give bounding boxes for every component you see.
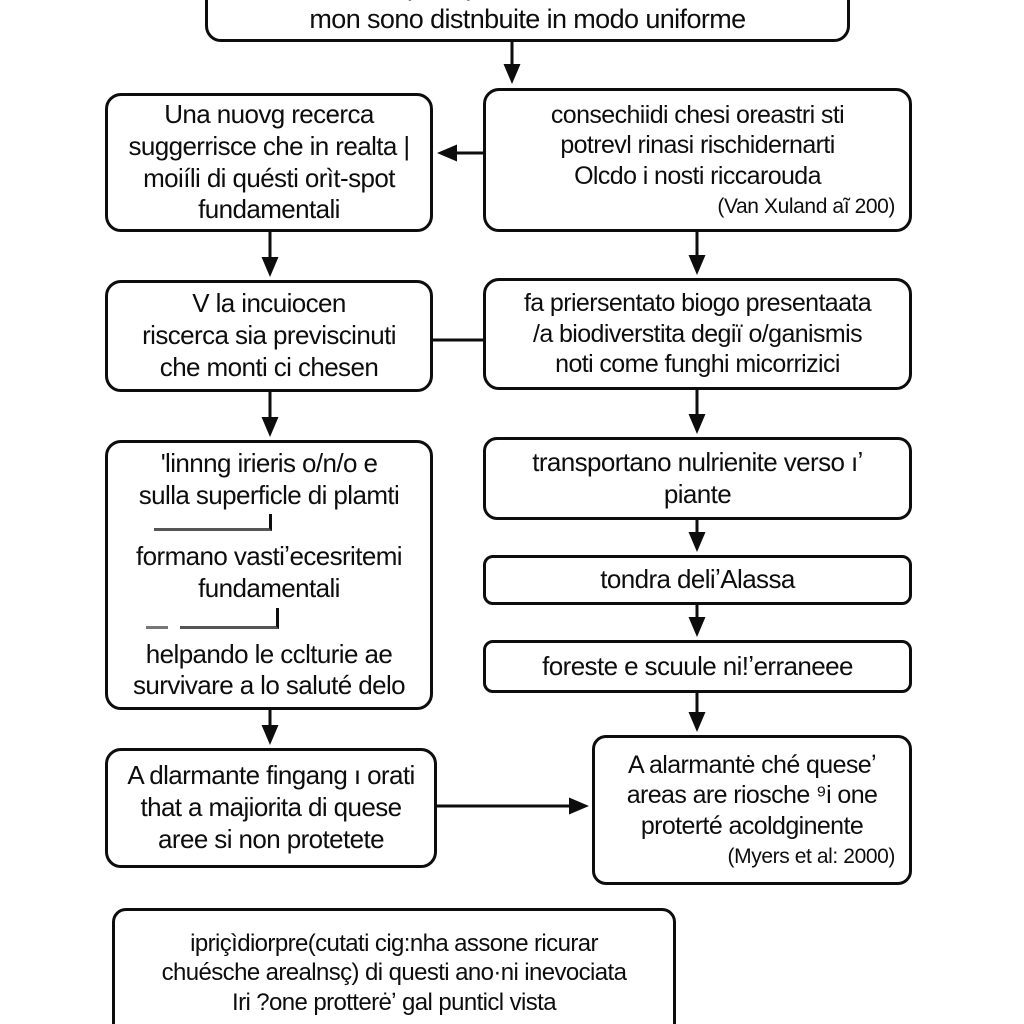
box-text-line: mon sono distnbuite in modo uniforme xyxy=(309,4,746,34)
box-text-line: piante xyxy=(663,478,732,509)
box-text-line: ipriçìdiorpre(cutati cig:nha assone ricu… xyxy=(190,930,598,958)
arrowhead-icon xyxy=(437,144,457,162)
box-text-line: chuésche arealnsç) di questi ano·ni inev… xyxy=(161,959,627,987)
arrowhead-icon xyxy=(261,417,279,437)
box-text-line: areas are riosche ⁹i one xyxy=(626,781,878,810)
box-text-line: ques ( and est che st a xyxy=(398,0,658,3)
arrowhead-icon xyxy=(688,617,706,637)
box-text-line: moiíli di quésti orìt-spot xyxy=(143,162,395,193)
divider-tickline xyxy=(180,607,279,629)
box-text-line: che monti ci chesen xyxy=(159,351,379,382)
arrowhead-icon xyxy=(688,414,706,434)
box-text-line: sulla superficle di plamti xyxy=(138,479,400,510)
arrowhead-icon xyxy=(688,255,706,275)
citation-text: (Van Xuland aĩ 200) xyxy=(717,195,895,219)
box-text-line: helpando le cclturie ae xyxy=(145,638,393,669)
box-text-line: consechiidi chesi oreastri sti xyxy=(550,100,845,129)
box-text-line: fundamentali xyxy=(198,194,340,225)
box-text-line: suggerrisce che in realta | xyxy=(128,130,410,161)
citation-text: (Myers et al: 2000) xyxy=(727,845,896,869)
arrowhead-icon xyxy=(261,725,279,745)
flow-box-top: ques ( and est che st amon sono distnbui… xyxy=(205,0,850,42)
box-text-line: fundamentali xyxy=(198,573,340,603)
box-text-line: 'linnng irieris o/n/o e xyxy=(160,447,378,478)
divider-dash xyxy=(146,625,168,629)
box-text-line: formano vastiʼecesritemi xyxy=(136,541,403,572)
flow-box-right-5: foreste e scuule ni!ʼerraneee xyxy=(483,640,912,693)
arrowhead-icon xyxy=(261,257,279,277)
box-text-line: survivare a lo saluté delo xyxy=(133,670,406,701)
box-text-line: A dlarmante fingang ı orati xyxy=(127,760,415,791)
box-text-line: fa priersentato biogo presentaata xyxy=(523,289,872,318)
box-text-line: A alarmantė ché queseʼ xyxy=(627,750,877,779)
box-text-line: foreste e scuule ni!ʼerraneee xyxy=(542,650,853,681)
box-text-line: aree si non protetete xyxy=(158,823,385,854)
arrowhead-icon xyxy=(688,532,706,552)
box-text-line: Olcdo i nosti riccarouda xyxy=(574,161,821,190)
arrowhead-icon xyxy=(503,64,521,84)
box-text-line: proterté acoldginente xyxy=(640,811,864,840)
box-text-line: potrevl rinasi rischidernarti xyxy=(560,131,835,160)
arrowhead-icon xyxy=(688,712,706,732)
flow-box-right-4: tondra deliʼAlassa xyxy=(483,555,912,605)
box-text-line: that a majiorita di quese xyxy=(140,792,402,823)
box-text-line: /a biodiverstita degiï o/ganismis xyxy=(533,319,863,348)
box-text-line: tondra deliʼAlassa xyxy=(600,564,795,595)
flow-box-bottom: ipriçìdiorpre(cutati cig:nha assone ricu… xyxy=(112,908,676,1024)
box-text-line: noti come funghi micorrizici xyxy=(555,350,840,379)
text-divider xyxy=(146,607,279,629)
box-text-line: Iri ?one protterėʼ gal punticl vista xyxy=(232,988,557,1016)
box-text-line: riscerca sia previscinuti xyxy=(142,320,396,351)
box-text-line: V la incuiocen xyxy=(192,288,346,319)
text-divider xyxy=(154,514,272,532)
arrowhead-icon xyxy=(569,797,589,815)
box-text-line: transportano nulrienite verso ıʼ xyxy=(532,446,863,477)
flow-box-right-2: fa priersentato biogo presentaata/a biod… xyxy=(483,278,912,390)
box-text-line: Una nuovg recerca xyxy=(164,99,374,130)
